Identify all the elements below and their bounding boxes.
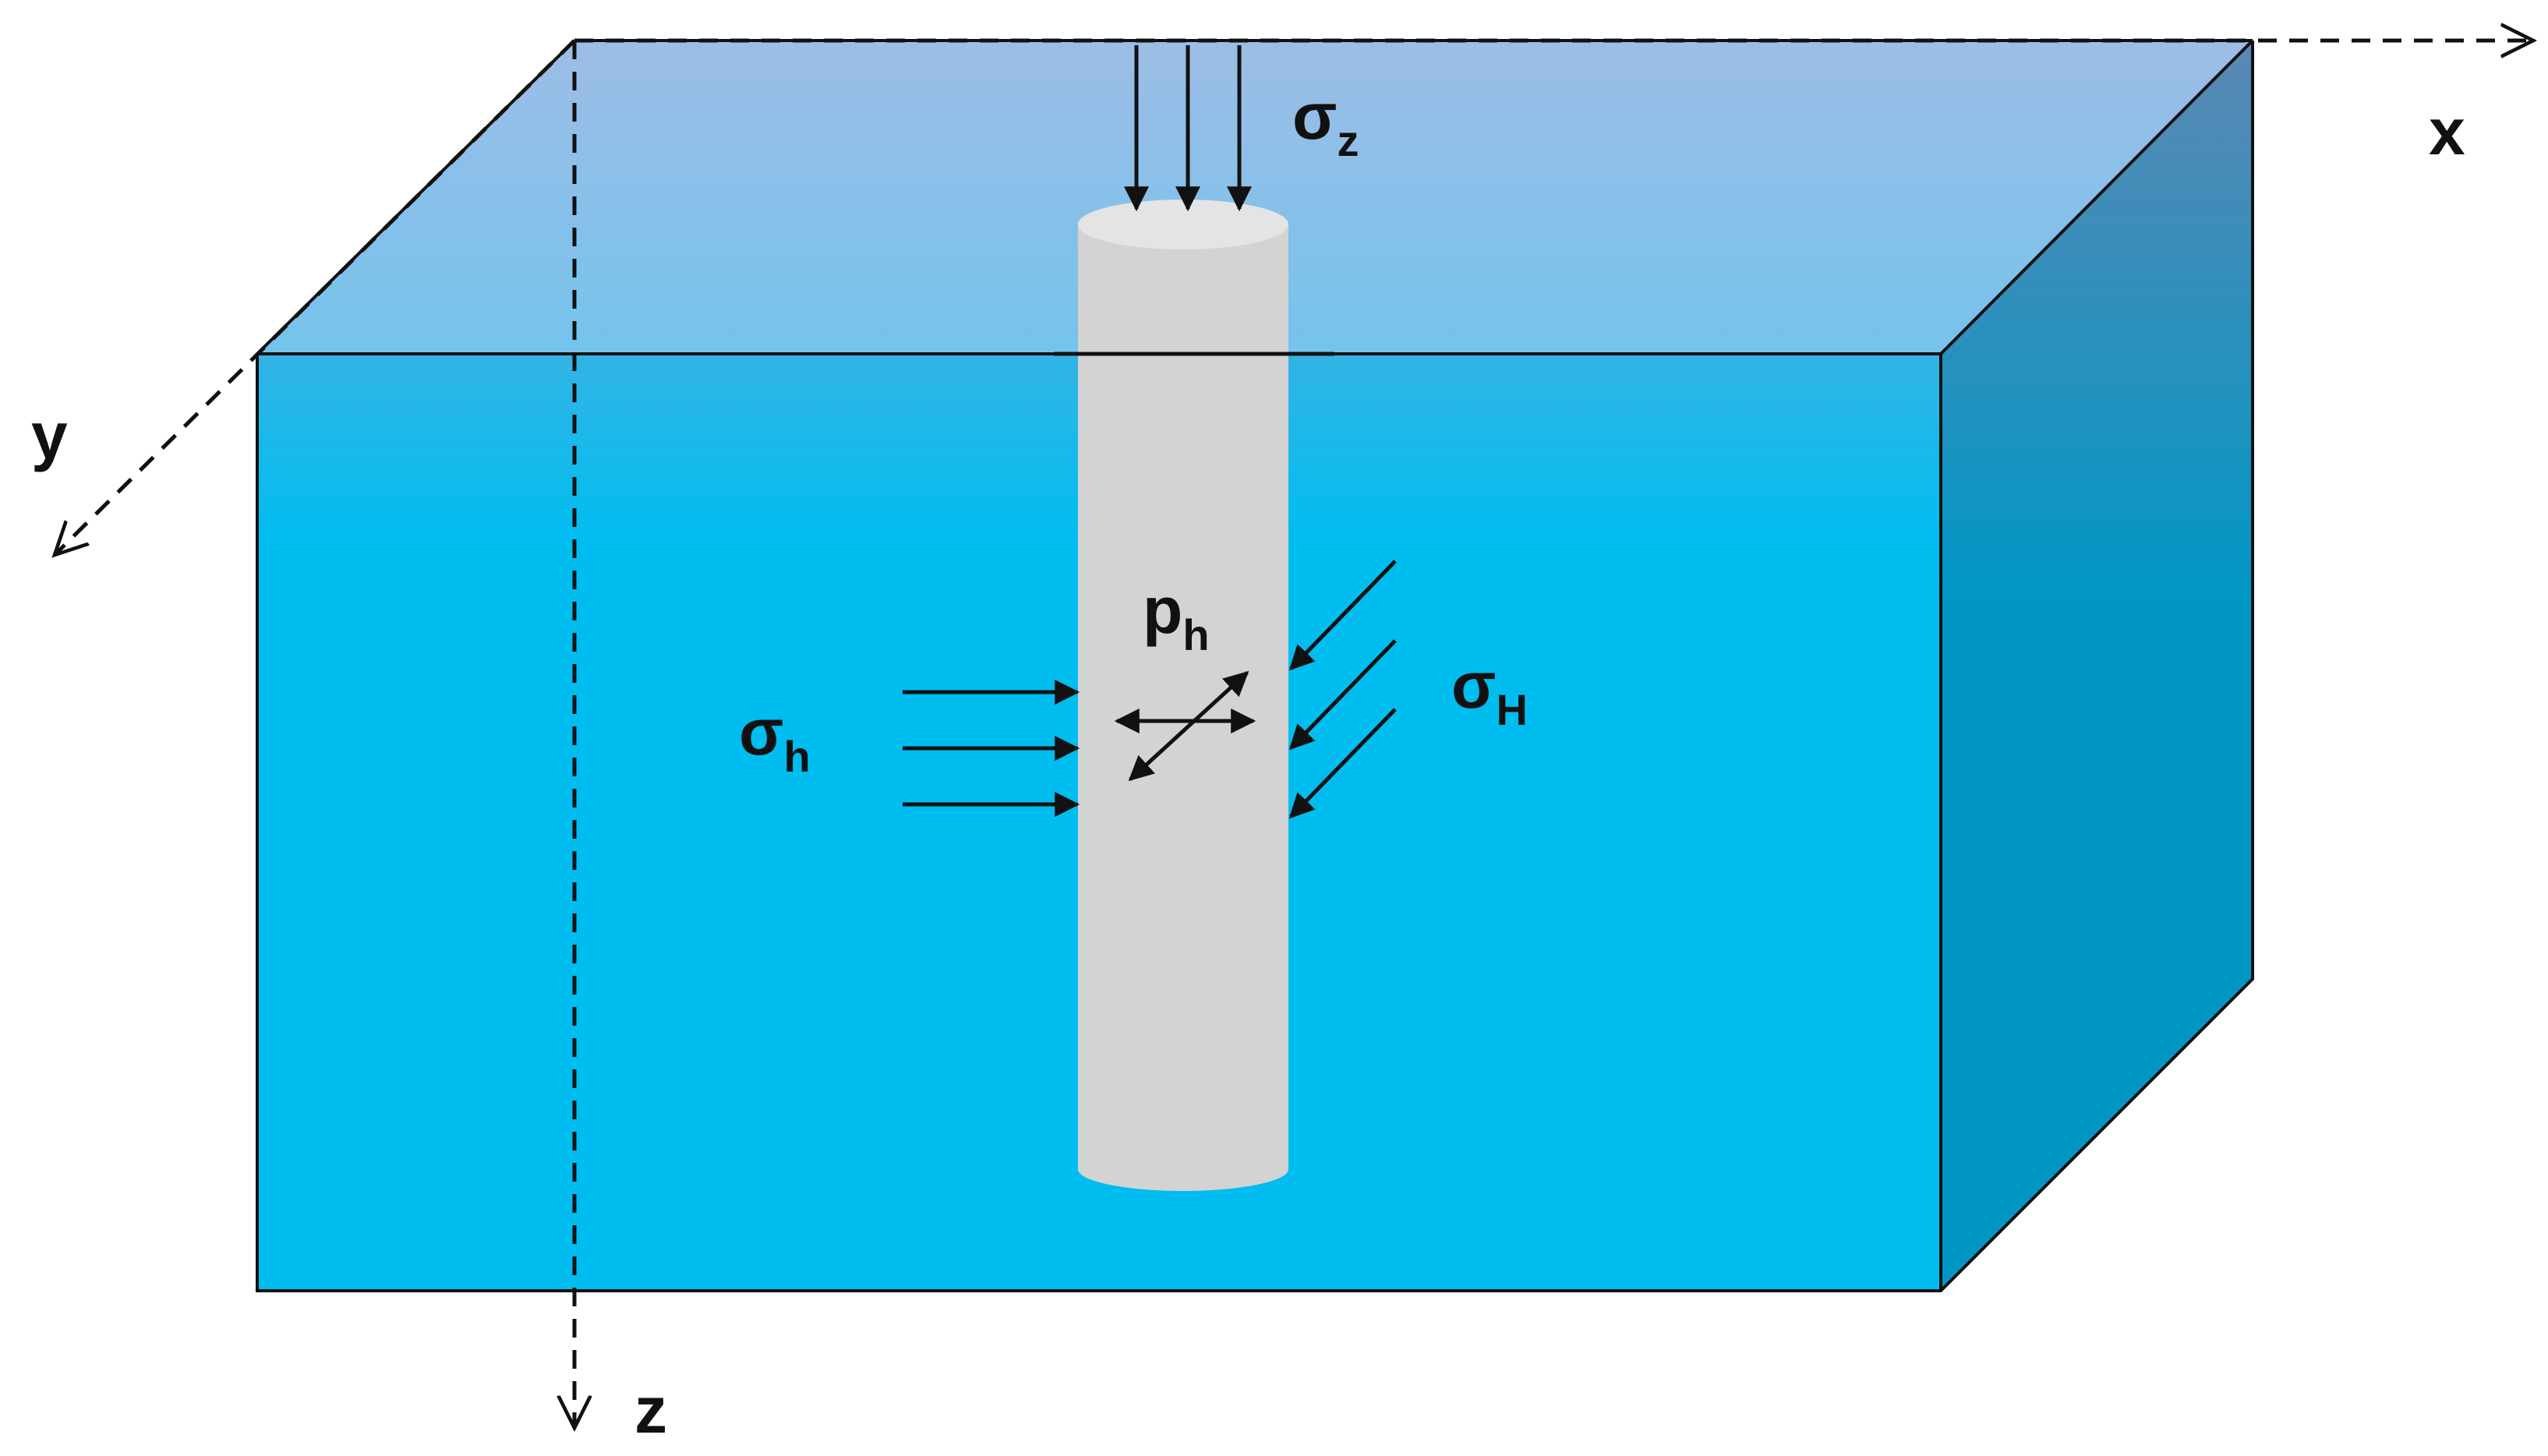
sigma-H-arrows xyxy=(1288,560,1397,819)
sigma-z-label: σz xyxy=(1292,80,1359,165)
y-axis-label: y xyxy=(31,399,68,472)
p-h-label: ph xyxy=(1143,574,1210,659)
block-right-face xyxy=(1941,41,2253,1291)
sigma-z-arrows xyxy=(1124,45,1252,212)
pressure-arrows xyxy=(1114,670,1256,782)
borehole-cylinder xyxy=(1078,200,1288,1191)
sigma-h-label: σh xyxy=(739,695,811,781)
x-axis-label: x xyxy=(2429,95,2465,168)
z-axis-label: z xyxy=(634,1373,667,1447)
sigma-H-label: σH xyxy=(1451,648,1528,734)
sigma-h-arrows xyxy=(903,680,1080,817)
coordinate-axes xyxy=(55,41,2533,1428)
y-axis-line xyxy=(55,39,576,555)
block-top-face xyxy=(257,41,2253,354)
